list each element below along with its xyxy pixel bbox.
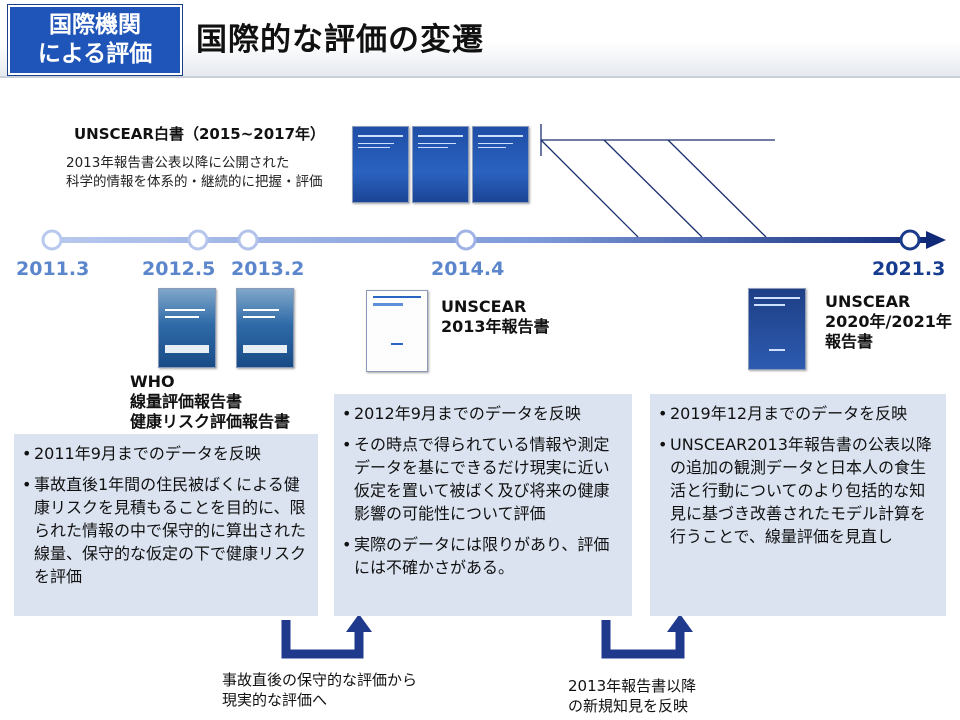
box-unscear-2020-summary: 2019年12月までのデータを反映 UNSCEAR2013年報告書の公表以降の追… <box>650 394 946 616</box>
white-paper-desc-1: 2013年報告書公表以降に公開された <box>66 155 290 171</box>
box-left-item: 事故直後1年間の住民被ばくによる健康リスクを見積もることを目的に、限られた情報の… <box>22 473 308 588</box>
box-left-item: 2011年9月までのデータを反映 <box>22 442 308 465</box>
box-who-summary: 2011年9月までのデータを反映 事故直後1年間の住民被ばくによる健康リスクを見… <box>14 434 318 616</box>
timeline-node-2012-5 <box>187 229 209 251</box>
box-middle-item: その時点で得られている情報や測定データを基にできるだけ現実に近い仮定を置いて被ば… <box>342 433 622 525</box>
timeline-node-2014-4 <box>455 229 477 251</box>
badge-line-1: 国際機関 <box>49 12 141 38</box>
timeline-line <box>50 237 930 243</box>
timeline-node-2011-3 <box>41 229 63 251</box>
unscear-2020-label-3: 報告書 <box>825 332 874 351</box>
date-2014-4: 2014.4 <box>431 258 505 280</box>
white-paper-cover-2015 <box>352 126 409 203</box>
box-unscear-2013-summary: 2012年9月までのデータを反映 その時点で得られている情報や測定データを基にで… <box>334 394 632 616</box>
unscear-2013-label-1: UNSCEAR <box>441 297 527 316</box>
who-label-3: 健康リスク評価報告書 <box>130 412 291 431</box>
date-2011-3: 2011.3 <box>16 258 90 280</box>
white-paper-cover-2017 <box>472 126 529 203</box>
u-arrow-left <box>281 620 364 659</box>
box-middle-item: 2012年9月までのデータを反映 <box>342 402 622 425</box>
badge-line-2: による評価 <box>37 41 153 67</box>
page-title: 国際的な評価の変遷 <box>196 22 484 58</box>
who-health-risk-report-cover <box>236 288 294 368</box>
box-right-item: UNSCEAR2013年報告書の公表以降の追加の観測データと日本人の食生活と行動… <box>658 433 936 548</box>
white-paper-title: UNSCEAR白書（2015~2017年） <box>74 125 326 143</box>
u-arrow-right <box>601 620 685 659</box>
white-paper-cover-2016 <box>412 126 469 203</box>
date-2021-3: 2021.3 <box>872 258 946 280</box>
unscear-2013-label-2: 2013年報告書 <box>441 317 550 336</box>
who-label-2: 線量評価報告書 <box>130 392 243 411</box>
note-left-1: 事故直後の保守的な評価から <box>222 671 418 689</box>
date-2012-5: 2012.5 <box>142 258 216 280</box>
timeline-arrowhead <box>926 231 946 249</box>
note-left-2: 現実的な評価へ <box>222 691 328 709</box>
white-paper-desc-2: 科学的情報を体系的・継続的に把握・評価 <box>66 174 323 190</box>
unscear-2020-label-2: 2020年/2021年 <box>825 312 952 331</box>
unscear-2020-report-cover <box>748 288 806 370</box>
box-middle-item: 実際のデータには限りがあり、評価には不確かさがある。 <box>342 533 622 579</box>
timeline-node-2013-2 <box>237 229 259 251</box>
unscear-2020-label-1: UNSCEAR <box>825 292 911 311</box>
date-2013-2: 2013.2 <box>231 258 305 280</box>
white-paper-bracket <box>540 124 775 238</box>
note-right-1: 2013年報告書以降 <box>568 677 697 695</box>
note-right-2: の新規知見を反映 <box>568 697 689 715</box>
box-right-item: 2019年12月までのデータを反映 <box>658 402 936 425</box>
who-label-1: WHO <box>130 372 175 391</box>
unscear-2013-report-cover <box>366 290 428 372</box>
section-badge: 国際機関 による評価 <box>8 5 182 75</box>
who-dose-report-cover <box>158 288 216 368</box>
timeline-node-2021-3 <box>899 229 921 251</box>
